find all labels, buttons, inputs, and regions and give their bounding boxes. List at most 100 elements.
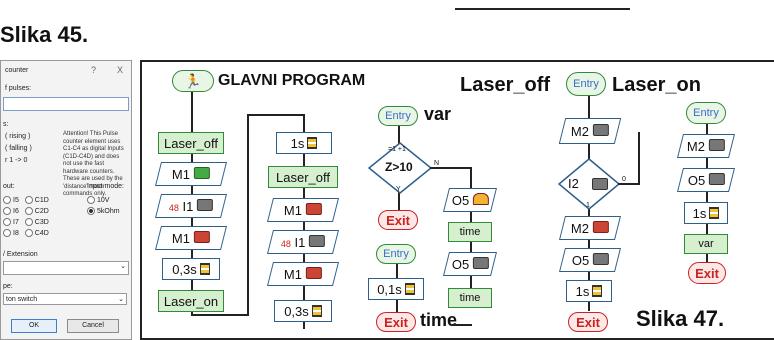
laser-off-title: Laser_off	[460, 74, 551, 96]
i2-one: 1	[586, 202, 590, 209]
laser-on-connector	[706, 124, 708, 274]
type-select[interactable]: ton switch⌄	[3, 293, 127, 305]
laser-on-exit[interactable]: Exit	[688, 262, 726, 284]
o5-off-block[interactable]: O5	[443, 252, 497, 276]
wait-01s-block[interactable]: 0,1s	[368, 278, 424, 300]
edge-option-rising[interactable]: ( rising )	[5, 133, 31, 140]
laser-off-entry[interactable]: Entry	[566, 72, 606, 96]
mode-5kohm[interactable]: 5kOhm	[87, 206, 120, 217]
laser-on-call[interactable]: Laser_on	[158, 290, 224, 312]
z-condition-diamond[interactable]	[368, 142, 432, 194]
o5-block[interactable]: O5	[443, 188, 497, 212]
motor-icon	[592, 123, 609, 136]
running-man-icon: 🏃	[184, 72, 202, 89]
pulses-label: f pulses:	[5, 85, 32, 92]
lamp-icon	[708, 172, 725, 185]
sensor-icon	[197, 198, 214, 211]
time-entry[interactable]: Entry	[376, 244, 416, 264]
chevron-down-icon: ⌄	[120, 263, 126, 270]
var-cond-y: Y	[396, 186, 401, 193]
edge-label: s:	[3, 121, 9, 128]
laser-off-call[interactable]: Laser_off	[158, 132, 224, 154]
hourglass-icon	[311, 305, 322, 317]
m2-on-block[interactable]: M2	[677, 134, 735, 158]
o5-on-block[interactable]: O5	[677, 168, 735, 192]
motor-icon	[708, 138, 725, 151]
stop-icon	[592, 220, 609, 233]
var-call[interactable]: var	[684, 234, 728, 254]
main-program-title: GLAVNI PROGRAM	[218, 72, 366, 89]
time-call[interactable]: time	[448, 222, 492, 242]
hourglass-icon	[709, 207, 720, 219]
i2-zero: 0	[622, 176, 626, 183]
m2-stop-block[interactable]: M2	[559, 216, 621, 240]
var-entry[interactable]: Entry	[378, 106, 418, 126]
wait-1s-off[interactable]: 1s	[566, 280, 612, 302]
loop-connector	[247, 114, 249, 316]
pulse-counter-dialog: counter ? X f pulses: s: ( rising ) ( fa…	[0, 60, 132, 340]
cancel-button[interactable]: Cancel	[67, 319, 119, 333]
col1-loop-bottom	[191, 314, 247, 316]
pulses-input[interactable]	[3, 97, 129, 111]
var-condition: Z>10	[385, 160, 413, 174]
ok-button[interactable]: OK	[11, 319, 57, 333]
m1-block[interactable]: M1	[155, 162, 227, 186]
counter-row[interactable]: I7 C3D	[3, 217, 49, 228]
time-exit[interactable]: Exit	[376, 312, 416, 332]
chevron-down-icon: ⌄	[118, 296, 124, 303]
dialog-note: Attention! This Pulse counter element us…	[63, 131, 124, 197]
lamp-icon	[472, 256, 489, 269]
edge-option-both[interactable]: r 1 -> 0	[5, 157, 28, 164]
laser-on-title: Laser_on	[612, 74, 701, 96]
laser-off-call-2[interactable]: Laser_off	[268, 166, 338, 188]
laser-off-exit[interactable]: Exit	[568, 312, 608, 332]
laser-on-entry[interactable]: Entry	[686, 102, 726, 124]
time-loop-bottom	[452, 324, 472, 326]
var-exit[interactable]: Exit	[378, 210, 418, 230]
close-button[interactable]: X	[117, 65, 124, 75]
time-call-2[interactable]: time	[448, 288, 492, 308]
hourglass-icon	[199, 263, 210, 275]
wait-1s-on[interactable]: 1s	[684, 202, 728, 224]
time-title: time	[420, 310, 458, 330]
figure-caption-45: Slika 45.	[0, 22, 89, 47]
edge-option-falling[interactable]: ( falling )	[5, 145, 32, 152]
i1-counter-block[interactable]: 48 I1	[155, 194, 227, 218]
counter-row[interactable]: I5 C1D	[3, 195, 49, 206]
extension-label: / Extension	[3, 251, 38, 258]
m2-block[interactable]: M2	[558, 118, 622, 144]
counter-options: I5 C1D I6 C2D I7 C3D I8 C4D	[3, 195, 49, 239]
lamp-icon	[472, 192, 489, 205]
i1-counter-block-2[interactable]: 48 I1	[267, 230, 339, 254]
stop-icon	[193, 230, 210, 243]
type-label: pe:	[3, 283, 13, 290]
var-title: var	[424, 104, 452, 124]
m1-stop-block[interactable]: M1	[155, 226, 227, 250]
var-n-branch	[430, 167, 470, 169]
hourglass-icon	[404, 283, 415, 295]
input-mode-label: Input mode:	[87, 183, 124, 190]
sensor-icon	[309, 234, 326, 247]
mode-10v[interactable]: 10V	[87, 195, 120, 206]
var-cond-top: =1 +1	[388, 146, 406, 153]
extension-select[interactable]: ⌄	[3, 261, 129, 275]
counter-row[interactable]: I6 C2D	[3, 206, 49, 217]
m1-block-2[interactable]: M1	[267, 198, 339, 222]
i2-loop	[618, 183, 640, 185]
m1-stop-block-2[interactable]: M1	[267, 262, 339, 286]
wait-block[interactable]: 0,3s	[162, 258, 220, 280]
col2-loop-top	[247, 114, 303, 116]
wait-1s-block[interactable]: 1s	[276, 132, 332, 154]
stop-icon	[305, 266, 322, 279]
i2-condition-diamond[interactable]	[558, 158, 620, 210]
hourglass-icon	[307, 137, 318, 149]
wait-block-2[interactable]: 0,3s	[274, 300, 332, 322]
dialog-title: counter	[5, 67, 29, 74]
o5-block-off[interactable]: O5	[559, 248, 621, 272]
i2-label: I2	[568, 176, 579, 191]
sensor-icon	[592, 178, 608, 190]
output-label: out:	[3, 183, 15, 190]
help-button[interactable]: ?	[91, 65, 97, 75]
main-start-block[interactable]: 🏃	[172, 70, 214, 92]
counter-row[interactable]: I8 C4D	[3, 228, 49, 239]
